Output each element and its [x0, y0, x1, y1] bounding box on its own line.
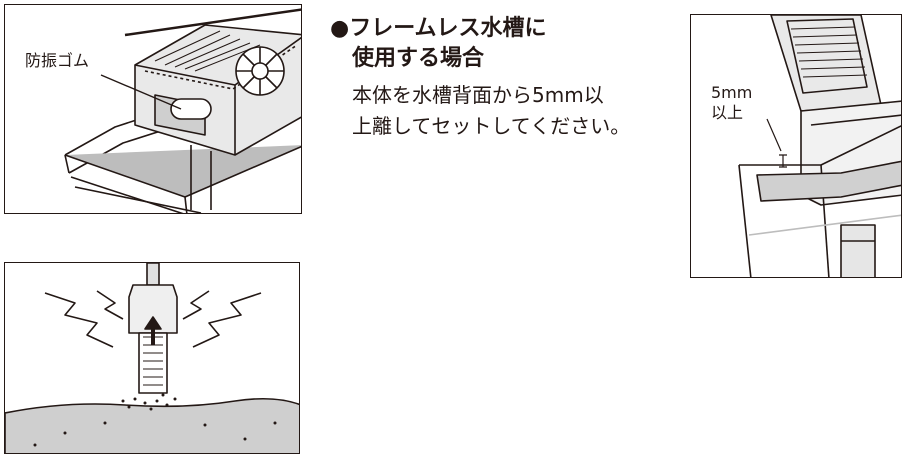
heading-line-1: ●フレームレス水槽に [330, 16, 547, 41]
instruction-line-2: 上離してセットしてください。 [352, 114, 631, 138]
tank-gap-illustration [738, 15, 901, 277]
vibration-rubber-label: 防振ゴム [23, 51, 92, 71]
filter-frame-illustration [64, 8, 301, 213]
intake-pipe-illustration [5, 263, 299, 453]
frameless-tank-instructions: 本体を水槽背面から5mm以 上離してセットしてください。 [352, 80, 630, 142]
gap-label: 5mm 以上 [711, 83, 752, 123]
instruction-line-1: 本体を水槽背面から5mm以 [352, 83, 604, 107]
frameless-tank-heading: ●フレームレス水槽に 使用する場合 [330, 14, 547, 74]
gap-label-value: 5mm [711, 83, 753, 102]
intake-sand-figure [4, 262, 300, 454]
heading-line-2: 使用する場合 [352, 46, 485, 71]
gap-detail-figure: 5mm 以上 [690, 14, 902, 278]
gap-label-qualifier: 以上 [711, 103, 744, 122]
vibration-rubber-figure: 防振ゴム [4, 4, 302, 214]
